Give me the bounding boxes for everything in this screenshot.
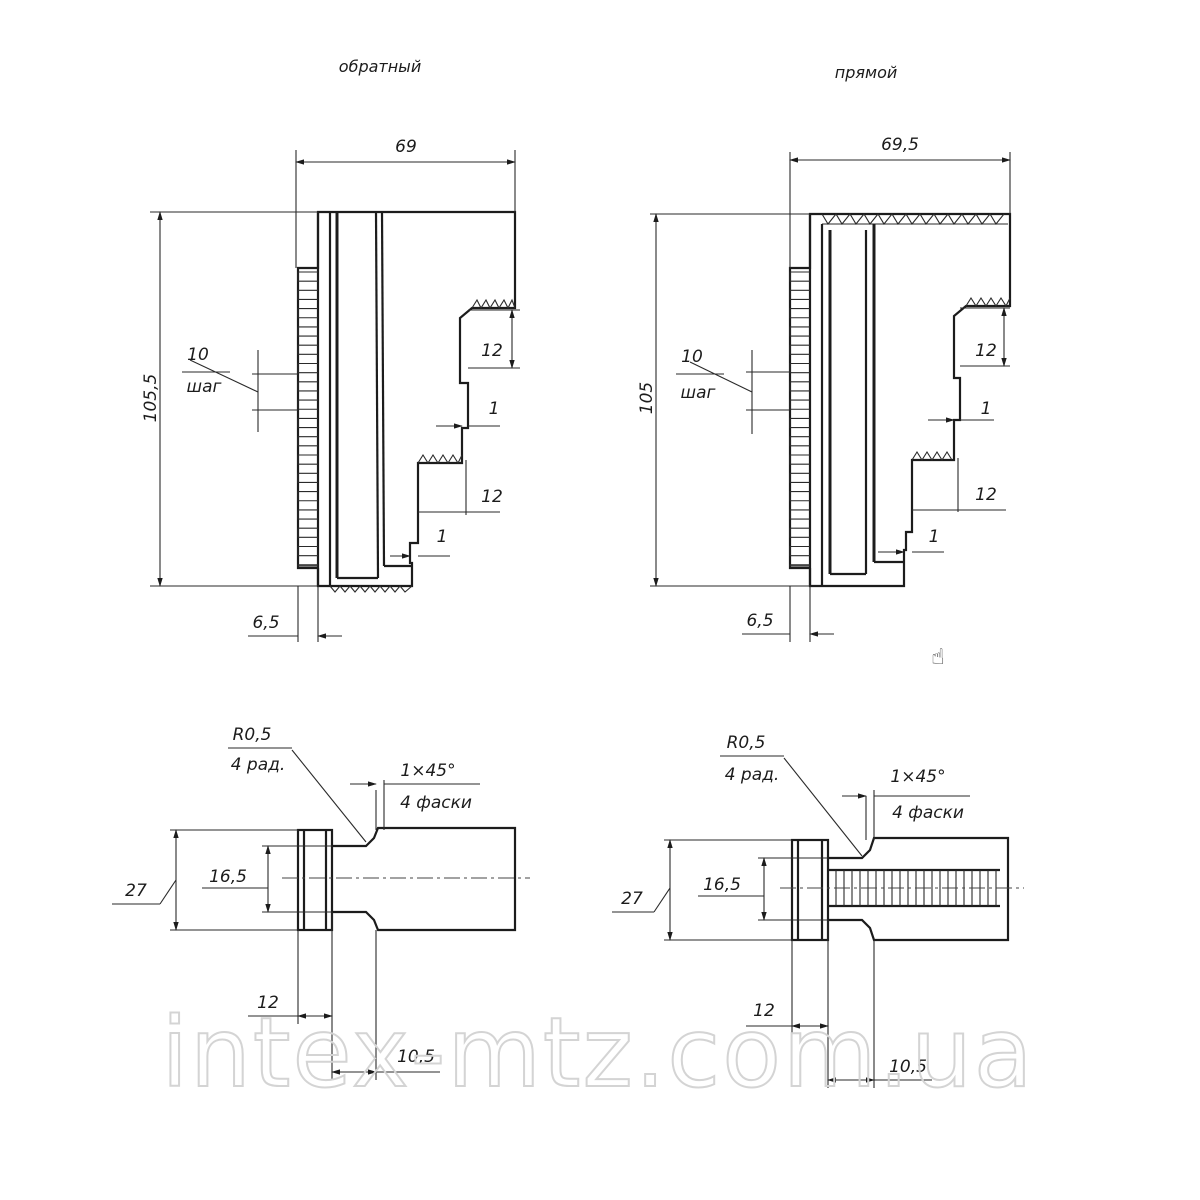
reverse-neck-label: 16,5 — [209, 867, 247, 887]
direct-radius-note: 4 рад. — [725, 765, 780, 785]
reverse-chamfer-note: 4 фаски — [400, 793, 472, 813]
hand-cursor-icon: ☝ — [931, 645, 944, 670]
title-reverse: обратный — [339, 57, 421, 76]
direct-radius-label: R0,5 — [727, 733, 766, 753]
direct-height-side-label: 27 — [621, 889, 643, 909]
reverse-neck-length-label: 10,5 — [397, 1047, 435, 1067]
direct-pitch-word: шаг — [681, 383, 716, 403]
direct-jaw-teeth — [789, 271, 810, 567]
direct-neck-length-label: 10,5 — [889, 1057, 927, 1077]
reverse-offset1-label: 1 — [489, 399, 500, 419]
reverse-pitch-word: шаг — [187, 377, 222, 397]
direct-chamfer-label: 1×45° — [890, 767, 945, 787]
direct-chamfer-note: 4 фаски — [892, 803, 964, 823]
title-direct: прямой — [835, 63, 898, 82]
direct-height-label: 105 — [637, 382, 657, 414]
direct-step2-label: 12 — [975, 485, 997, 505]
reverse-width-label: 69 — [395, 137, 417, 157]
direct-jaw-view: 69,5 105 10 шаг 12 1 12 1 6,5 — [637, 135, 1012, 642]
reverse-radius-label: R0,5 — [233, 725, 272, 745]
reverse-jaw-view: 69 105,5 10 шаг 12 1 12 1 6,5 — [141, 137, 520, 642]
reverse-height-label: 105,5 — [141, 374, 161, 423]
reverse-side-view: 1×45° 4 фаски R0,5 4 рад. 27 16,5 12 10,… — [112, 725, 530, 1080]
direct-side-view: 1×45° 4 фаски R0,5 4 рад. 27 16,5 12 10,… — [612, 733, 1024, 1088]
reverse-tooth-offset-label: 6,5 — [252, 613, 279, 633]
reverse-chamfer-label: 1×45° — [400, 761, 455, 781]
direct-width-label: 69,5 — [881, 135, 919, 155]
direct-offset2-label: 1 — [929, 527, 940, 547]
reverse-step1-label: 12 — [481, 341, 503, 361]
watermark: intex-mtz.com.ua — [161, 997, 1034, 1109]
reverse-radius-note: 4 рад. — [231, 755, 286, 775]
reverse-jaw-teeth — [297, 271, 318, 567]
reverse-height-side-label: 27 — [125, 881, 147, 901]
direct-offset1-label: 1 — [981, 399, 992, 419]
direct-collar-label: 12 — [753, 1001, 775, 1021]
reverse-pitch-label: 10 — [187, 345, 209, 365]
reverse-step2-label: 12 — [481, 487, 503, 507]
direct-neck-label: 16,5 — [703, 875, 741, 895]
direct-tooth-offset-label: 6,5 — [746, 611, 773, 631]
reverse-collar-label: 12 — [257, 993, 279, 1013]
direct-step1-label: 12 — [975, 341, 997, 361]
reverse-offset2-label: 1 — [437, 527, 448, 547]
direct-pitch-label: 10 — [681, 347, 703, 367]
